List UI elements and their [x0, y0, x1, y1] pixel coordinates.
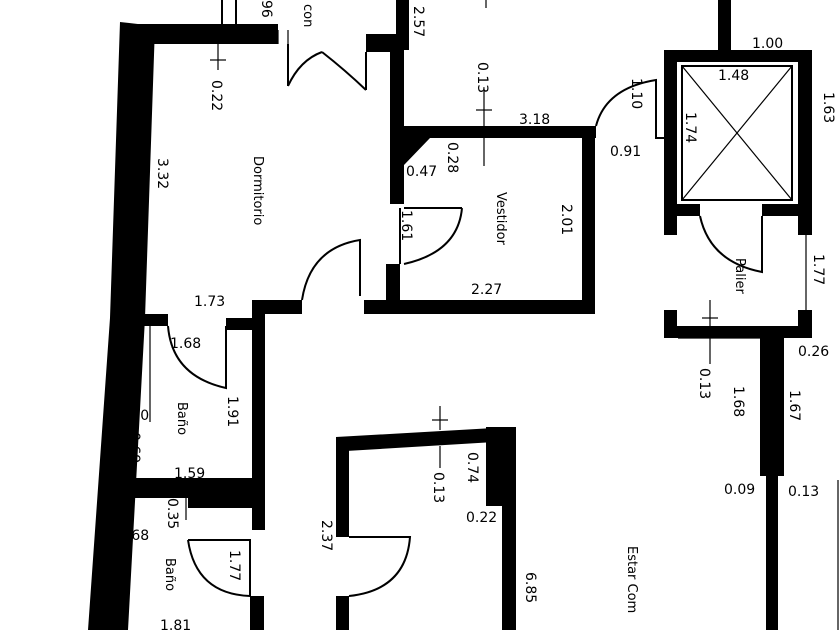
dim-1-10: 1.10 [628, 78, 644, 109]
room-label-palier: Palier [732, 258, 747, 294]
dim-2-57: 2.57 [410, 6, 426, 37]
door-dormitorio-hall [301, 238, 361, 301]
wall-dormitorio-right [390, 44, 404, 204]
wall-right-lower-right-stub [798, 310, 812, 338]
wall-bano2-top-right [188, 498, 254, 508]
dim-1-00: 1.00 [752, 36, 783, 52]
dim-2-01: 2.01 [558, 204, 574, 235]
dim-2-27: 2.27 [471, 282, 502, 298]
wall-center-top [336, 427, 512, 451]
dim-96: 96 [258, 0, 274, 18]
door-center [348, 536, 412, 597]
dim-0-69: 0.69 [126, 432, 142, 463]
wall-corridor-upper [396, 0, 409, 50]
dim-1-63: 1.63 [820, 92, 836, 123]
wall-elevator-left [664, 50, 677, 235]
dim-0-68: 0.68 [118, 528, 149, 544]
dim-1-67: 1.67 [786, 390, 802, 421]
wall-right-column [760, 326, 784, 476]
dim-0-22-top: 0.22 [208, 80, 224, 111]
dim-1-77-b: 1.77 [810, 254, 826, 285]
wall-right-column-lower [766, 476, 778, 630]
dim-1-73: 1.73 [194, 294, 225, 310]
wall-shaft [112, 422, 130, 514]
elevator-shaft [681, 65, 793, 201]
wall-elevator-bottom-right [762, 204, 812, 216]
door-vestidor [399, 207, 463, 265]
dim-0-13-bottom: 0.13 [788, 484, 819, 500]
wall-dormitorio-bottom-mid [226, 318, 252, 330]
dim-3-32: 3.32 [154, 158, 170, 189]
door-palier [595, 78, 664, 139]
dim-1-11: 1.11 [194, 496, 225, 512]
dim-0-22-mid: 0.22 [466, 510, 497, 526]
door-bano1 [167, 325, 227, 390]
dim-1-77-a: 1.77 [226, 550, 242, 581]
wall-vestidor-right [582, 126, 595, 314]
thin-lines [149, 0, 839, 630]
wall-dormitorio-bottom-left [118, 314, 168, 326]
wall-dormitorio-top [120, 24, 278, 44]
dim-1-68-a: 1.68 [170, 336, 201, 352]
door-bano2 [187, 539, 251, 598]
wall-bano2-bottom [250, 596, 264, 630]
wall-stair-top [718, 0, 731, 52]
wall-center-left-lower [336, 596, 349, 630]
dim-1-68-b: 1.68 [730, 386, 746, 417]
room-label-top-cut: con [300, 4, 315, 27]
dim-1-42: 1.42 [104, 560, 120, 591]
wall-vestidor-top [404, 126, 596, 138]
dim-1-81: 1.81 [160, 618, 191, 630]
dim-2-37: 2.37 [318, 520, 334, 551]
dim-1-74: 1.74 [682, 112, 698, 143]
door-dormitorio-top [287, 44, 367, 91]
dim-0-26: 0.26 [798, 344, 829, 360]
wall-bano1-right [252, 300, 265, 530]
room-label-bano-1: Baño [174, 402, 189, 435]
dim-0-28: 0.28 [444, 142, 460, 173]
wall-center-left [336, 437, 349, 537]
wall-elevator-top [664, 50, 812, 62]
dim-0-13-top: 0.13 [474, 62, 490, 93]
wall-center-right [486, 427, 516, 630]
wall-right-lower-top [664, 326, 812, 338]
room-label-dormitorio: Dormitorio [250, 156, 265, 225]
dim-1-91: 1.91 [224, 396, 240, 427]
dim-0-35: 0.35 [164, 498, 180, 529]
dim-3-18: 3.18 [519, 112, 550, 128]
room-label-vestidor: Vestidor [493, 192, 508, 246]
elevator-cross-b [681, 65, 793, 201]
wall-bano-divider [118, 478, 258, 498]
dim-0-91: 0.91 [610, 144, 641, 160]
dim-0-47: 0.47 [406, 164, 437, 180]
wall-vestidor-bottom [364, 300, 595, 314]
wall-vestidor-corner [404, 138, 430, 165]
wall-elevator-right [798, 50, 812, 235]
dim-0-20: 0.20 [118, 408, 149, 424]
dim-1-48: 1.48 [718, 68, 749, 84]
dim-1-59: 1.59 [174, 466, 205, 482]
room-labels: con Dormitorio Vestidor Baño Baño Palier… [162, 4, 747, 613]
door-elevator [699, 215, 763, 274]
dim-0-74: 0.74 [464, 452, 480, 483]
dim-1-22: 1.22 [116, 356, 132, 387]
walls [88, 0, 812, 630]
dim-6-85: 6.85 [522, 572, 538, 603]
wall-right-lower-left-stub [664, 310, 677, 338]
dim-0-13-right: 0.13 [696, 368, 712, 399]
wall-elevator-bottom-left [664, 204, 700, 216]
dimensions: 96 2.57 0.22 0.13 3.18 3.32 0.47 0.28 1.… [104, 0, 836, 630]
wall-vestidor-left-lower [386, 264, 400, 310]
dim-0-09: 0.09 [724, 482, 755, 498]
room-label-estar: Estar Com [624, 546, 639, 613]
dim-0-13-mid: 0.13 [430, 472, 446, 503]
dim-1-61: 1.61 [398, 210, 414, 241]
room-label-bano-2: Baño [162, 558, 177, 591]
